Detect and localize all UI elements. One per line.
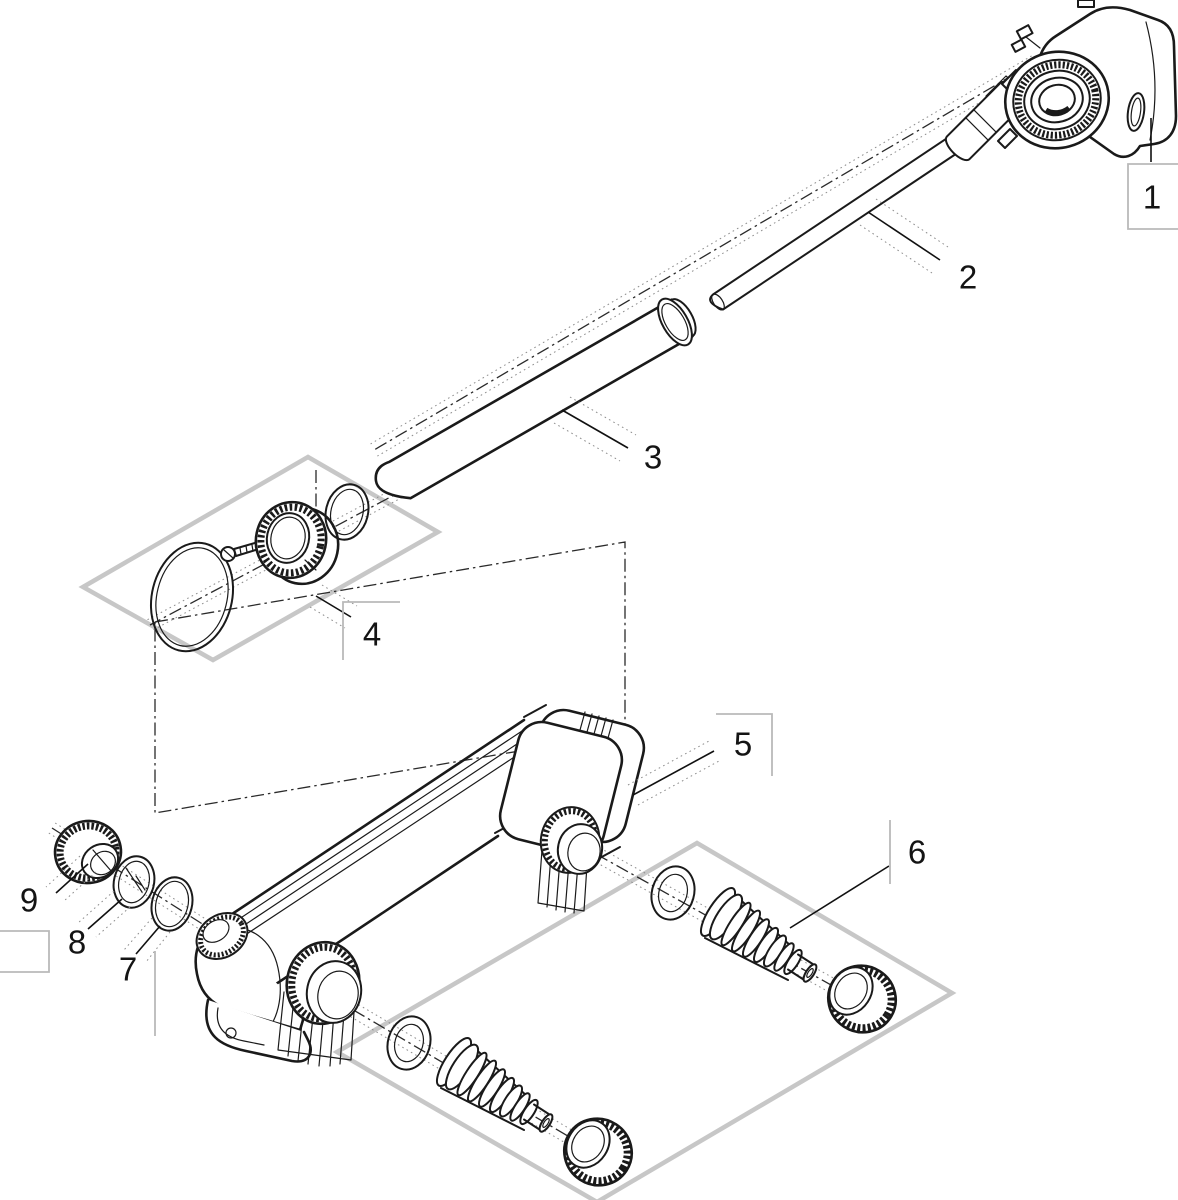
lower-union-nut [562, 1117, 634, 1187]
upper-flat-washer [650, 865, 696, 921]
leader-7 [123, 917, 171, 963]
lower-connector-axis [328, 991, 617, 1169]
head-unit-pins [1010, 0, 1095, 53]
cap-nut-part9 [53, 819, 123, 885]
grip-texture [579, 711, 614, 739]
clamp-ring-group [149, 483, 370, 653]
leader-8 [77, 890, 131, 938]
part6-group-panel [332, 840, 957, 1200]
leader-6 [789, 865, 890, 929]
quartz-glass-tube [374, 297, 697, 500]
leader-9 [45, 855, 97, 902]
part-label-8: 8 [68, 924, 86, 961]
part-label-9: 9 [20, 882, 38, 919]
label-frame-4 [342, 601, 400, 660]
right-port [537, 806, 604, 914]
part-label-1: 1 [1143, 179, 1161, 216]
leader-2 [859, 198, 949, 274]
lower-hose-tail [435, 1037, 554, 1133]
part-label-4: 4 [363, 616, 381, 653]
label-frame-8 [0, 930, 50, 973]
part4-group-panel [78, 454, 443, 663]
part-label-6: 6 [908, 834, 926, 871]
upper-hose-tail [699, 887, 818, 983]
top-left-port [195, 912, 249, 960]
small-o-ring [324, 483, 370, 541]
lower-hose-connector-set [386, 1015, 634, 1187]
part-label-5: 5 [734, 726, 752, 763]
lower-flat-washer [386, 1015, 432, 1071]
head-unit [1003, 0, 1178, 159]
housing-end-plate [494, 704, 646, 860]
large-o-ring [149, 541, 235, 653]
part-label-7: 7 [119, 951, 137, 988]
upper-hose-connector-set [650, 865, 898, 1034]
label-frame-5 [716, 713, 773, 776]
upper-union-nut [826, 964, 898, 1034]
leader-5 [627, 740, 720, 806]
leader-4 [309, 584, 358, 629]
front-left-port [277, 940, 363, 1067]
leader-3 [553, 396, 637, 462]
part-label-3: 3 [644, 439, 662, 476]
label-frame-1 [1127, 163, 1178, 230]
part-label-2: 2 [959, 259, 977, 296]
clamp-ring [254, 500, 340, 586]
housing-body [194, 704, 646, 1067]
clear-washer-part8 [112, 855, 156, 909]
o-ring-part7 [150, 876, 194, 932]
